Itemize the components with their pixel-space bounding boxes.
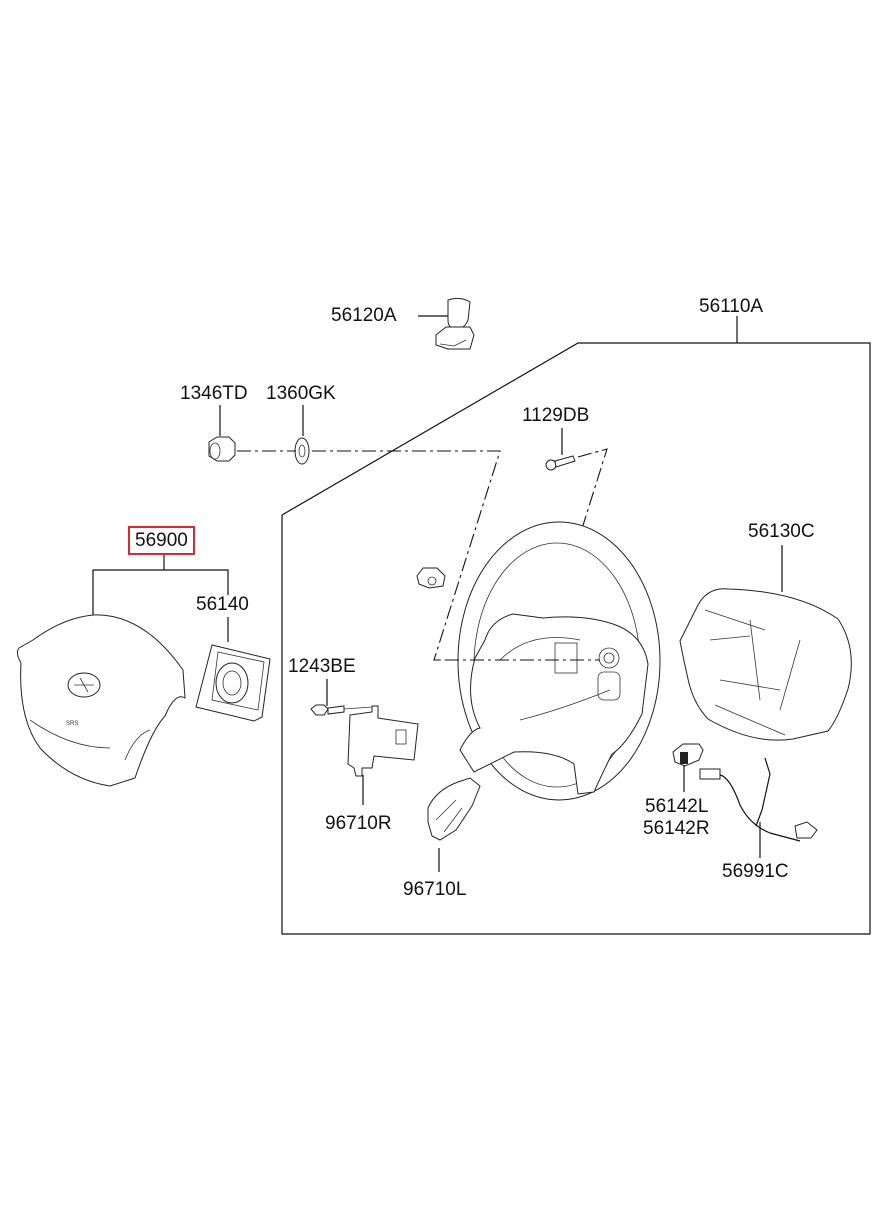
part-1346TD-drawing[interactable] — [208, 405, 236, 462]
svg-text:SRS: SRS — [66, 721, 78, 727]
label-96710R[interactable]: 96710R — [325, 813, 392, 834]
part-1360GK-drawing[interactable] — [294, 405, 310, 465]
label-56120A[interactable]: 56120A — [331, 305, 397, 326]
label-56142R[interactable]: 56142R — [643, 818, 710, 839]
label-96710L[interactable]: 96710L — [403, 879, 467, 900]
label-1346TD[interactable]: 1346TD — [180, 383, 248, 404]
part-56140-drawing[interactable] — [195, 617, 271, 722]
label-1243BE[interactable]: 1243BE — [288, 656, 356, 677]
label-56140[interactable]: 56140 — [196, 594, 249, 615]
part-1129DB-drawing[interactable] — [545, 428, 576, 471]
part-56900-drawing[interactable]: SRS — [16, 553, 229, 787]
part-96710R-drawing[interactable] — [347, 705, 419, 805]
part-96710L-drawing[interactable] — [427, 777, 481, 872]
part-56142-drawing[interactable] — [672, 743, 704, 792]
steering-wheel-drawing[interactable] — [457, 521, 661, 801]
label-56110A[interactable]: 56110A — [699, 296, 764, 317]
clip-part-drawing — [416, 567, 446, 589]
assembly-frame — [281, 316, 871, 935]
label-56142L[interactable]: 56142L — [645, 796, 709, 817]
label-1360GK[interactable]: 1360GK — [266, 383, 336, 404]
part-1243BE-drawing[interactable] — [310, 679, 373, 716]
label-56900-selected[interactable]: 56900 — [128, 526, 195, 555]
label-56991C[interactable]: 56991C — [722, 861, 789, 882]
label-56130C[interactable]: 56130C — [748, 521, 815, 542]
part-56991C-drawing[interactable] — [699, 757, 818, 858]
part-56130C-drawing[interactable] — [679, 545, 852, 741]
part-56120A-drawing[interactable] — [418, 297, 475, 350]
label-1129DB[interactable]: 1129DB — [522, 405, 590, 426]
